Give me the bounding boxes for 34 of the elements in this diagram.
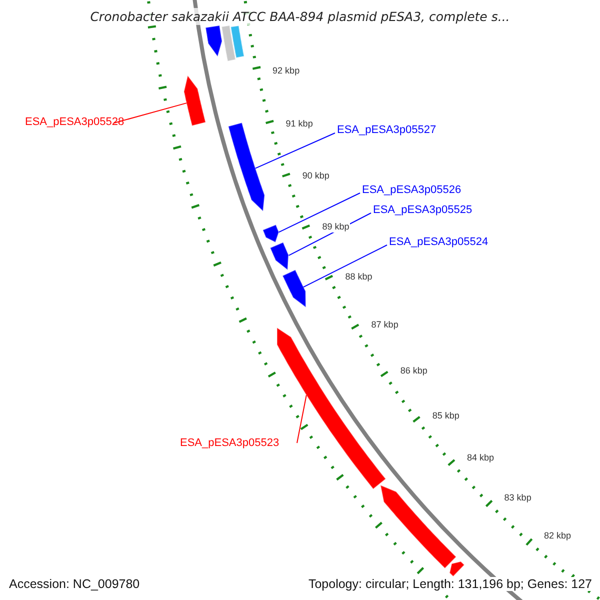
leader-line bbox=[303, 244, 388, 288]
gene-label: ESA_pESA3p05525 bbox=[373, 204, 472, 217]
gene-label: ESA_pESA3p05527 bbox=[337, 124, 436, 137]
tick-label: 85 kbp bbox=[431, 410, 460, 422]
leader-line bbox=[114, 102, 187, 124]
tick-label: 91 kbp bbox=[284, 118, 314, 130]
tick-label: 83 kbp bbox=[503, 492, 532, 504]
gene-label: ESA_pESA3p05526 bbox=[362, 184, 462, 197]
gene-segment bbox=[449, 560, 465, 578]
gene-segment bbox=[270, 242, 289, 271]
gene-label: ESA_pESA3p05524 bbox=[389, 236, 488, 249]
leader-line bbox=[296, 394, 307, 444]
gene-segment bbox=[183, 74, 206, 126]
tick-label: 86 kbp bbox=[399, 366, 428, 377]
gene-label: ESA_pESA3p05523 bbox=[180, 437, 280, 450]
gene-label: ESA_pESA3p05528 bbox=[25, 116, 124, 129]
leader-line bbox=[254, 132, 336, 169]
gene-segment bbox=[205, 24, 223, 58]
feature-strip bbox=[221, 24, 236, 62]
tick-label: 87 kbp bbox=[370, 319, 400, 330]
tick-label: 89 kbp bbox=[321, 222, 350, 233]
feature-strip bbox=[230, 25, 245, 58]
gene-segment bbox=[228, 122, 266, 212]
gene-segment bbox=[380, 484, 457, 569]
tick-label: 84 kbp bbox=[466, 452, 496, 464]
gene-segment bbox=[282, 269, 306, 308]
tick-label: 92 kbp bbox=[272, 66, 301, 76]
leader-line bbox=[278, 192, 360, 233]
tick-label: 82 kbp bbox=[543, 530, 572, 542]
summary-text: Topology: circular; Length: 131,196 bp; Genes: 127 bbox=[308, 577, 592, 591]
tick-label: 90 kbp bbox=[301, 170, 330, 182]
gene-segment bbox=[262, 224, 280, 243]
accession-text: Accession: NC_009780 bbox=[9, 577, 140, 591]
tick-label: 88 kbp bbox=[344, 271, 374, 282]
